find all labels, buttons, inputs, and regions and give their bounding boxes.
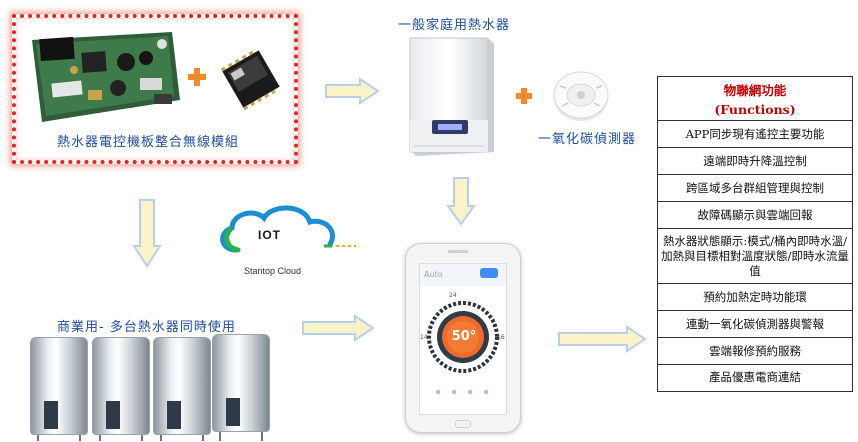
functions-header: 物聯網功能 (Functions) [658,77,852,121]
storage-heater-2 [92,337,150,435]
cloud-subtitle: Stantop Cloud [244,266,302,276]
highlight-frame [12,14,298,164]
wireless-module-image [220,50,280,110]
function-item: 故障碼顯示與雲端回報 [658,202,852,229]
function-item: 熱水器狀態顯示:模式/桶內即時水溫/加熱與目標相對溫度狀態/即時水流量值 [658,229,852,284]
functions-header-line1: 物聯網功能 [723,83,787,98]
module-label: 熱水器電控機板整合無線模組 [57,135,240,150]
app-temperature: 50° [451,329,477,344]
water-heater-image [409,37,494,156]
storage-heater-3 [153,337,211,435]
storage-heater-1 [30,337,88,435]
function-item: 產品優惠電商連結 [709,370,801,384]
iot-cloud-icon [220,205,356,253]
plus-icon-2 [516,88,532,104]
heater-label: 一般家庭用熱水器 [398,18,511,33]
dial-left-tick: 14 [420,334,428,341]
co-detector-image [553,71,609,121]
function-item: 遠端即時升降溫控制 [658,148,852,175]
arrow-right-3 [558,325,647,353]
commercial-label: 商業用- 多台熱水器同時使用 [57,320,236,335]
app-mode-label: Auto [424,270,443,279]
control-board-image [32,32,180,122]
function-item: 連動一氧化碳偵測器與警報 [658,311,852,338]
temperature-dial[interactable] [426,300,500,374]
functions-header-line2: (Functions) [714,102,796,117]
dial-right-tick: 16 [497,334,505,341]
arrow-down-2 [446,177,476,226]
app-bottom-controls [436,390,488,394]
function-item: 預約加熱定時功能環 [658,284,852,311]
function-item: APP同步現有遙控主要功能 [658,121,852,148]
function-item: 雲端報修預約服務 [658,338,852,365]
co-detector-label: 一氧化碳偵測器 [538,132,637,147]
cloud-title: IOT [258,228,281,242]
arrow-down-1 [132,199,162,268]
functions-table: 物聯網功能 (Functions) APP同步現有遙控主要功能 遠端即時升降溫控… [657,76,853,392]
dial-top-tick: 24 [449,292,457,299]
arrow-right-1 [325,77,380,105]
app-toggle[interactable] [480,268,498,278]
plus-icon [188,68,206,86]
heater-panels [37,398,263,441]
phone-speaker [448,250,468,253]
arrow-right-2 [302,314,375,342]
storage-heater-4 [212,334,270,432]
function-item: 跨區域多台群組管理與控制 [658,175,852,202]
phone-home-button [455,420,471,428]
